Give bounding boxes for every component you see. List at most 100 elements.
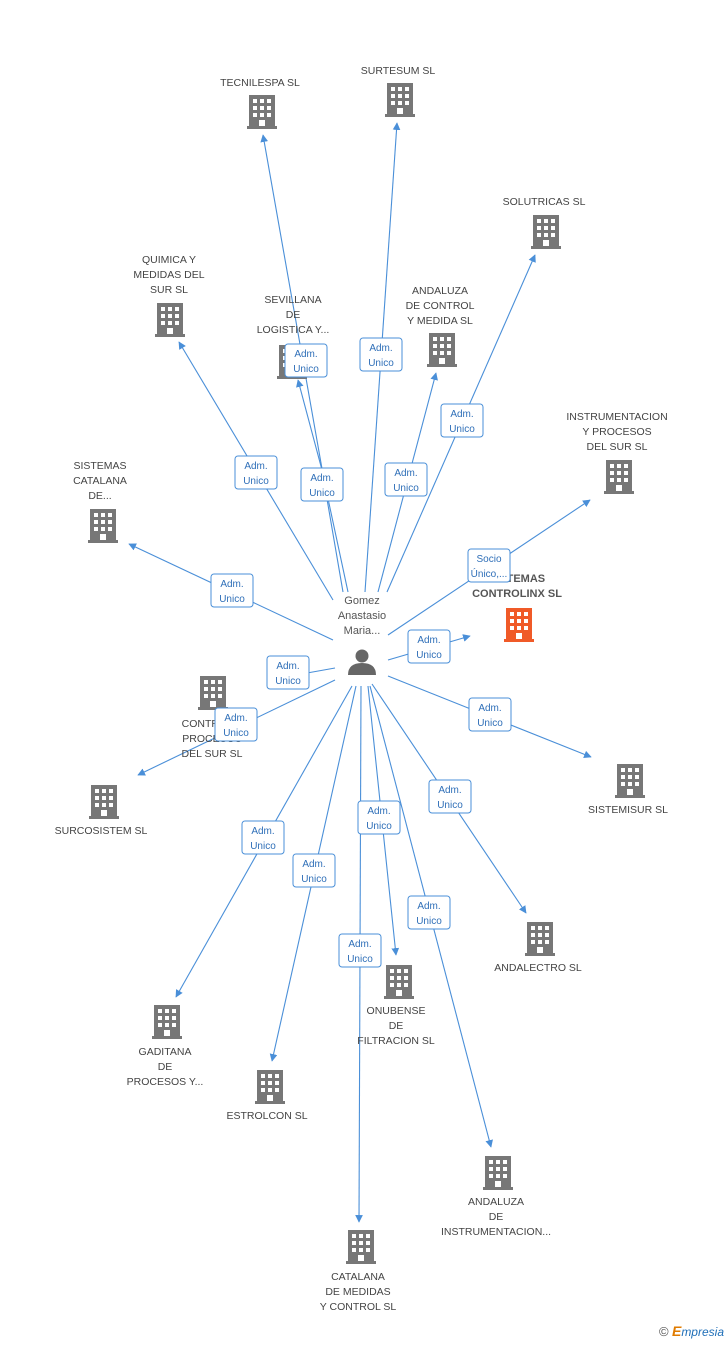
company-label: SEVILLANA	[264, 294, 321, 306]
relation-text: Adm.	[251, 826, 274, 837]
company-node-surtesum[interactable]: SURTESUM SL	[361, 65, 436, 117]
company-node-surcosistem[interactable]: SURCOSISTEM SL	[55, 785, 148, 837]
relation-label-gaditana[interactable]: Adm. Unico	[241, 820, 285, 855]
copyright-symbol: ©	[659, 1324, 669, 1339]
relation-text: Unico	[437, 800, 463, 811]
company-label: DE	[286, 309, 301, 321]
relation-text: Adm.	[417, 635, 440, 646]
building-icon	[531, 215, 561, 249]
relation-label-control-procesos[interactable]: Adm.Unico	[214, 707, 258, 742]
company-label: DEL SUR SL	[182, 748, 243, 760]
relation-text: Unico	[416, 916, 442, 927]
relation-text: Unico	[477, 718, 503, 729]
company-label: LOGISTICA Y...	[257, 324, 330, 336]
company-node-andaluza-control[interactable]: ANDALUZA DE CONTROL Y MEDIDA SL	[406, 285, 475, 367]
company-node-sevillana[interactable]: SEVILLANA DE LOGISTICA Y...	[257, 294, 330, 379]
relation-label-catalana-medidas[interactable]: Adm.Unico	[338, 933, 382, 968]
relation-label-tecnilespa[interactable]: Adm.Unico	[284, 343, 328, 378]
company-label: Y MEDIDA SL	[407, 315, 473, 327]
company-node-tecnilespa[interactable]: TECNILESPA SL	[220, 77, 300, 129]
company-label: ONUBENSE	[367, 1005, 426, 1017]
relation-text: Adm.	[417, 901, 440, 912]
empresia-footer[interactable]: © Empresia	[659, 1323, 724, 1339]
relation-label-controlinx[interactable]: Adm. Unico	[407, 629, 451, 664]
relation-label-andalectro[interactable]: Adm.Unico	[428, 779, 472, 814]
company-node-solutricas[interactable]: SOLUTRICAS SL	[503, 196, 586, 249]
company-node-andalectro[interactable]: ANDALECTRO SL	[494, 922, 582, 974]
relation-label-andaluza-control[interactable]: Adm. Unico	[384, 462, 428, 497]
building-icon	[385, 83, 415, 117]
company-label: DE	[489, 1211, 504, 1223]
company-label: PROCESOS Y...	[127, 1076, 204, 1088]
building-icon	[88, 509, 118, 543]
building-icon	[346, 1230, 376, 1264]
relation-text: Adm.	[244, 461, 267, 472]
relation-label-andaluza-instr[interactable]: Adm. Unico	[407, 895, 451, 930]
relation-label-onubense[interactable]: Adm.Unico	[357, 800, 401, 835]
company-label: DE...	[88, 490, 111, 502]
relation-label-quimica[interactable]: Adm.Unico	[234, 455, 278, 490]
building-icon	[604, 460, 634, 494]
relation-text: Unico	[250, 841, 276, 852]
relation-label-sevillana[interactable]: Adm. Unico	[300, 467, 344, 502]
relation-text: Único,...	[471, 567, 508, 580]
company-label: QUIMICA Y	[142, 254, 196, 266]
person-icon	[348, 649, 376, 675]
relation-text: Adm.	[224, 713, 247, 724]
relation-label-sistemas-catalana[interactable]: Adm. Unico	[210, 573, 254, 608]
building-icon	[89, 785, 119, 819]
relation-text: Unico	[416, 650, 442, 661]
relation-text: Adm.	[220, 579, 243, 590]
company-node-andaluza-instr[interactable]: ANDALUZADEINSTRUMENTACION...	[441, 1156, 551, 1238]
relation-label-instrumentacion[interactable]: SocioÚnico,...	[467, 548, 511, 583]
building-icon	[198, 676, 228, 710]
building-icon	[483, 1156, 513, 1190]
relation-text: Unico	[275, 676, 301, 687]
relation-text: Unico	[301, 874, 327, 885]
relation-text: Adm.	[348, 939, 371, 950]
company-label: CATALANA	[73, 475, 127, 487]
building-icon	[247, 95, 277, 129]
company-label: DE	[389, 1020, 404, 1032]
company-label: ANDALECTRO SL	[494, 962, 582, 974]
relation-label-solutricas[interactable]: Adm.Unico	[440, 403, 484, 438]
relation-label-surtesum[interactable]: Adm.Unico	[359, 337, 403, 372]
relation-label-surcosistem[interactable]: Adm.Unico	[266, 655, 310, 690]
company-label: DE CONTROL	[406, 300, 475, 312]
company-node-sistemas-catalana[interactable]: SISTEMAS CATALANA DE...	[73, 460, 127, 543]
company-label: DE	[158, 1061, 173, 1073]
building-icon	[525, 922, 555, 956]
building-icon	[615, 764, 645, 798]
relation-text: Unico	[309, 488, 335, 499]
relation-text: Unico	[219, 594, 245, 605]
building-icon	[427, 333, 457, 367]
relation-label-estrolcon[interactable]: Adm.Unico	[292, 853, 336, 888]
relation-label-sistemisur[interactable]: Adm.Unico	[468, 697, 512, 732]
relation-text: Adm.	[394, 468, 417, 479]
company-label: SUR SL	[150, 284, 188, 296]
company-node-estrolcon[interactable]: ESTROLCON SL	[226, 1070, 308, 1122]
company-label: Y CONTROL SL	[320, 1301, 397, 1313]
company-label: CATALANA	[331, 1271, 385, 1283]
relation-text: Adm.	[369, 343, 392, 354]
company-label: SISTEMAS	[73, 460, 126, 472]
relation-text: Unico	[293, 364, 319, 375]
relation-text: Unico	[393, 483, 419, 494]
building-icon	[155, 303, 185, 337]
relation-text: Adm.	[310, 473, 333, 484]
company-node-sistemisur[interactable]: SISTEMISUR SL	[588, 764, 668, 816]
company-node-quimica[interactable]: QUIMICA Y MEDIDAS DEL SUR SL	[133, 254, 205, 337]
person-name: Anastasio	[338, 610, 386, 622]
company-label: ANDALUZA	[412, 285, 468, 297]
relation-text: Socio	[476, 554, 501, 565]
person-node[interactable]: GomezAnastasioMaria...	[338, 595, 386, 675]
empresia-logo-text: mpresia	[681, 1325, 724, 1339]
empresia-logo-e: E	[671, 1323, 682, 1339]
company-label: MEDIDAS DEL	[133, 269, 204, 281]
company-label: ESTROLCON SL	[226, 1110, 307, 1122]
